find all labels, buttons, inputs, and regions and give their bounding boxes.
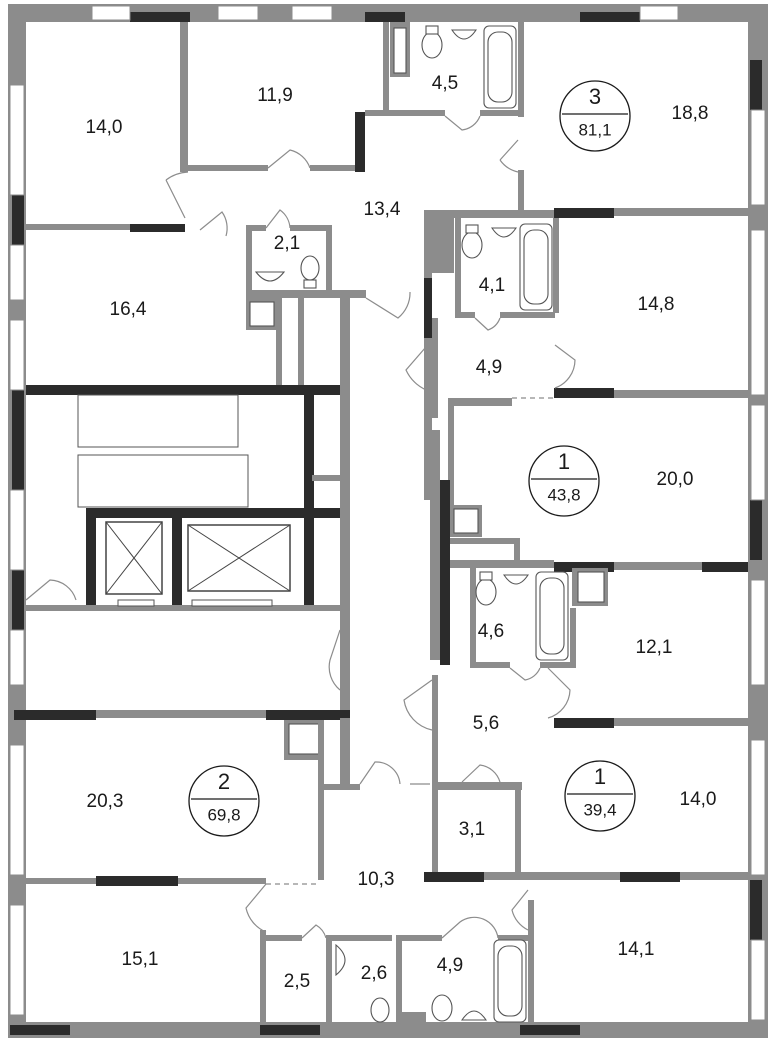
- room-area-label: 15,1: [122, 949, 159, 970]
- room-area-label: 5,6: [473, 713, 499, 734]
- room-labels: 14,0 11,9 4,5 18,8 13,4 2,1 16,4 4,1 14,…: [86, 73, 717, 992]
- apartment-badge: 2 69,8: [188, 765, 260, 837]
- room-area-label: 4,6: [478, 621, 504, 642]
- windows: [9, 5, 766, 1021]
- stairs: [77, 394, 249, 508]
- room-area-label: 20,0: [657, 469, 694, 490]
- room-area-label: 18,8: [672, 103, 709, 124]
- apartment-badge: 3 81,1: [559, 80, 631, 152]
- apartment-total-area: 39,4: [583, 800, 616, 819]
- apartment-badge: 1 43,8: [528, 445, 600, 517]
- room-area-label: 10,3: [358, 869, 395, 890]
- apartment-total-area: 81,1: [578, 120, 611, 139]
- room-area-label: 11,9: [257, 85, 293, 106]
- apartment-total-area: 43,8: [547, 485, 580, 504]
- room-area-label: 20,3: [87, 791, 124, 812]
- room-area-label: 3,1: [459, 819, 485, 840]
- room-area-label: 14,1: [618, 939, 655, 960]
- apartment-rooms: 1: [558, 449, 570, 474]
- room-area-label: 13,4: [364, 199, 401, 220]
- room-area-label: 14,0: [86, 117, 123, 138]
- apartment-badge: 1 39,4: [564, 760, 636, 832]
- apartment-total-area: 69,8: [207, 805, 240, 824]
- dashed-openings: [266, 397, 554, 885]
- elevator-shafts: [105, 521, 291, 607]
- room-area-label: 12,1: [636, 637, 673, 658]
- room-area-label: 16,4: [110, 299, 147, 320]
- apartment-rooms: 3: [589, 84, 601, 109]
- room-area-label: 14,8: [638, 294, 675, 315]
- room-area-label: 2,6: [361, 963, 387, 984]
- plumbing-fixtures: [254, 25, 569, 1023]
- apartment-rooms: 2: [218, 769, 230, 794]
- room-area-label: 2,5: [284, 971, 310, 992]
- door-swings: [25, 115, 576, 939]
- room-area-label: 2,1: [274, 233, 300, 254]
- room-area-label: 4,9: [437, 955, 463, 976]
- interior-walls: [14, 22, 748, 1025]
- room-area-label: 4,5: [432, 73, 458, 94]
- room-area-label: 14,0: [680, 789, 717, 810]
- room-area-label: 4,9: [476, 357, 502, 378]
- apartment-rooms: 1: [594, 764, 606, 789]
- room-area-label: 4,1: [479, 275, 505, 296]
